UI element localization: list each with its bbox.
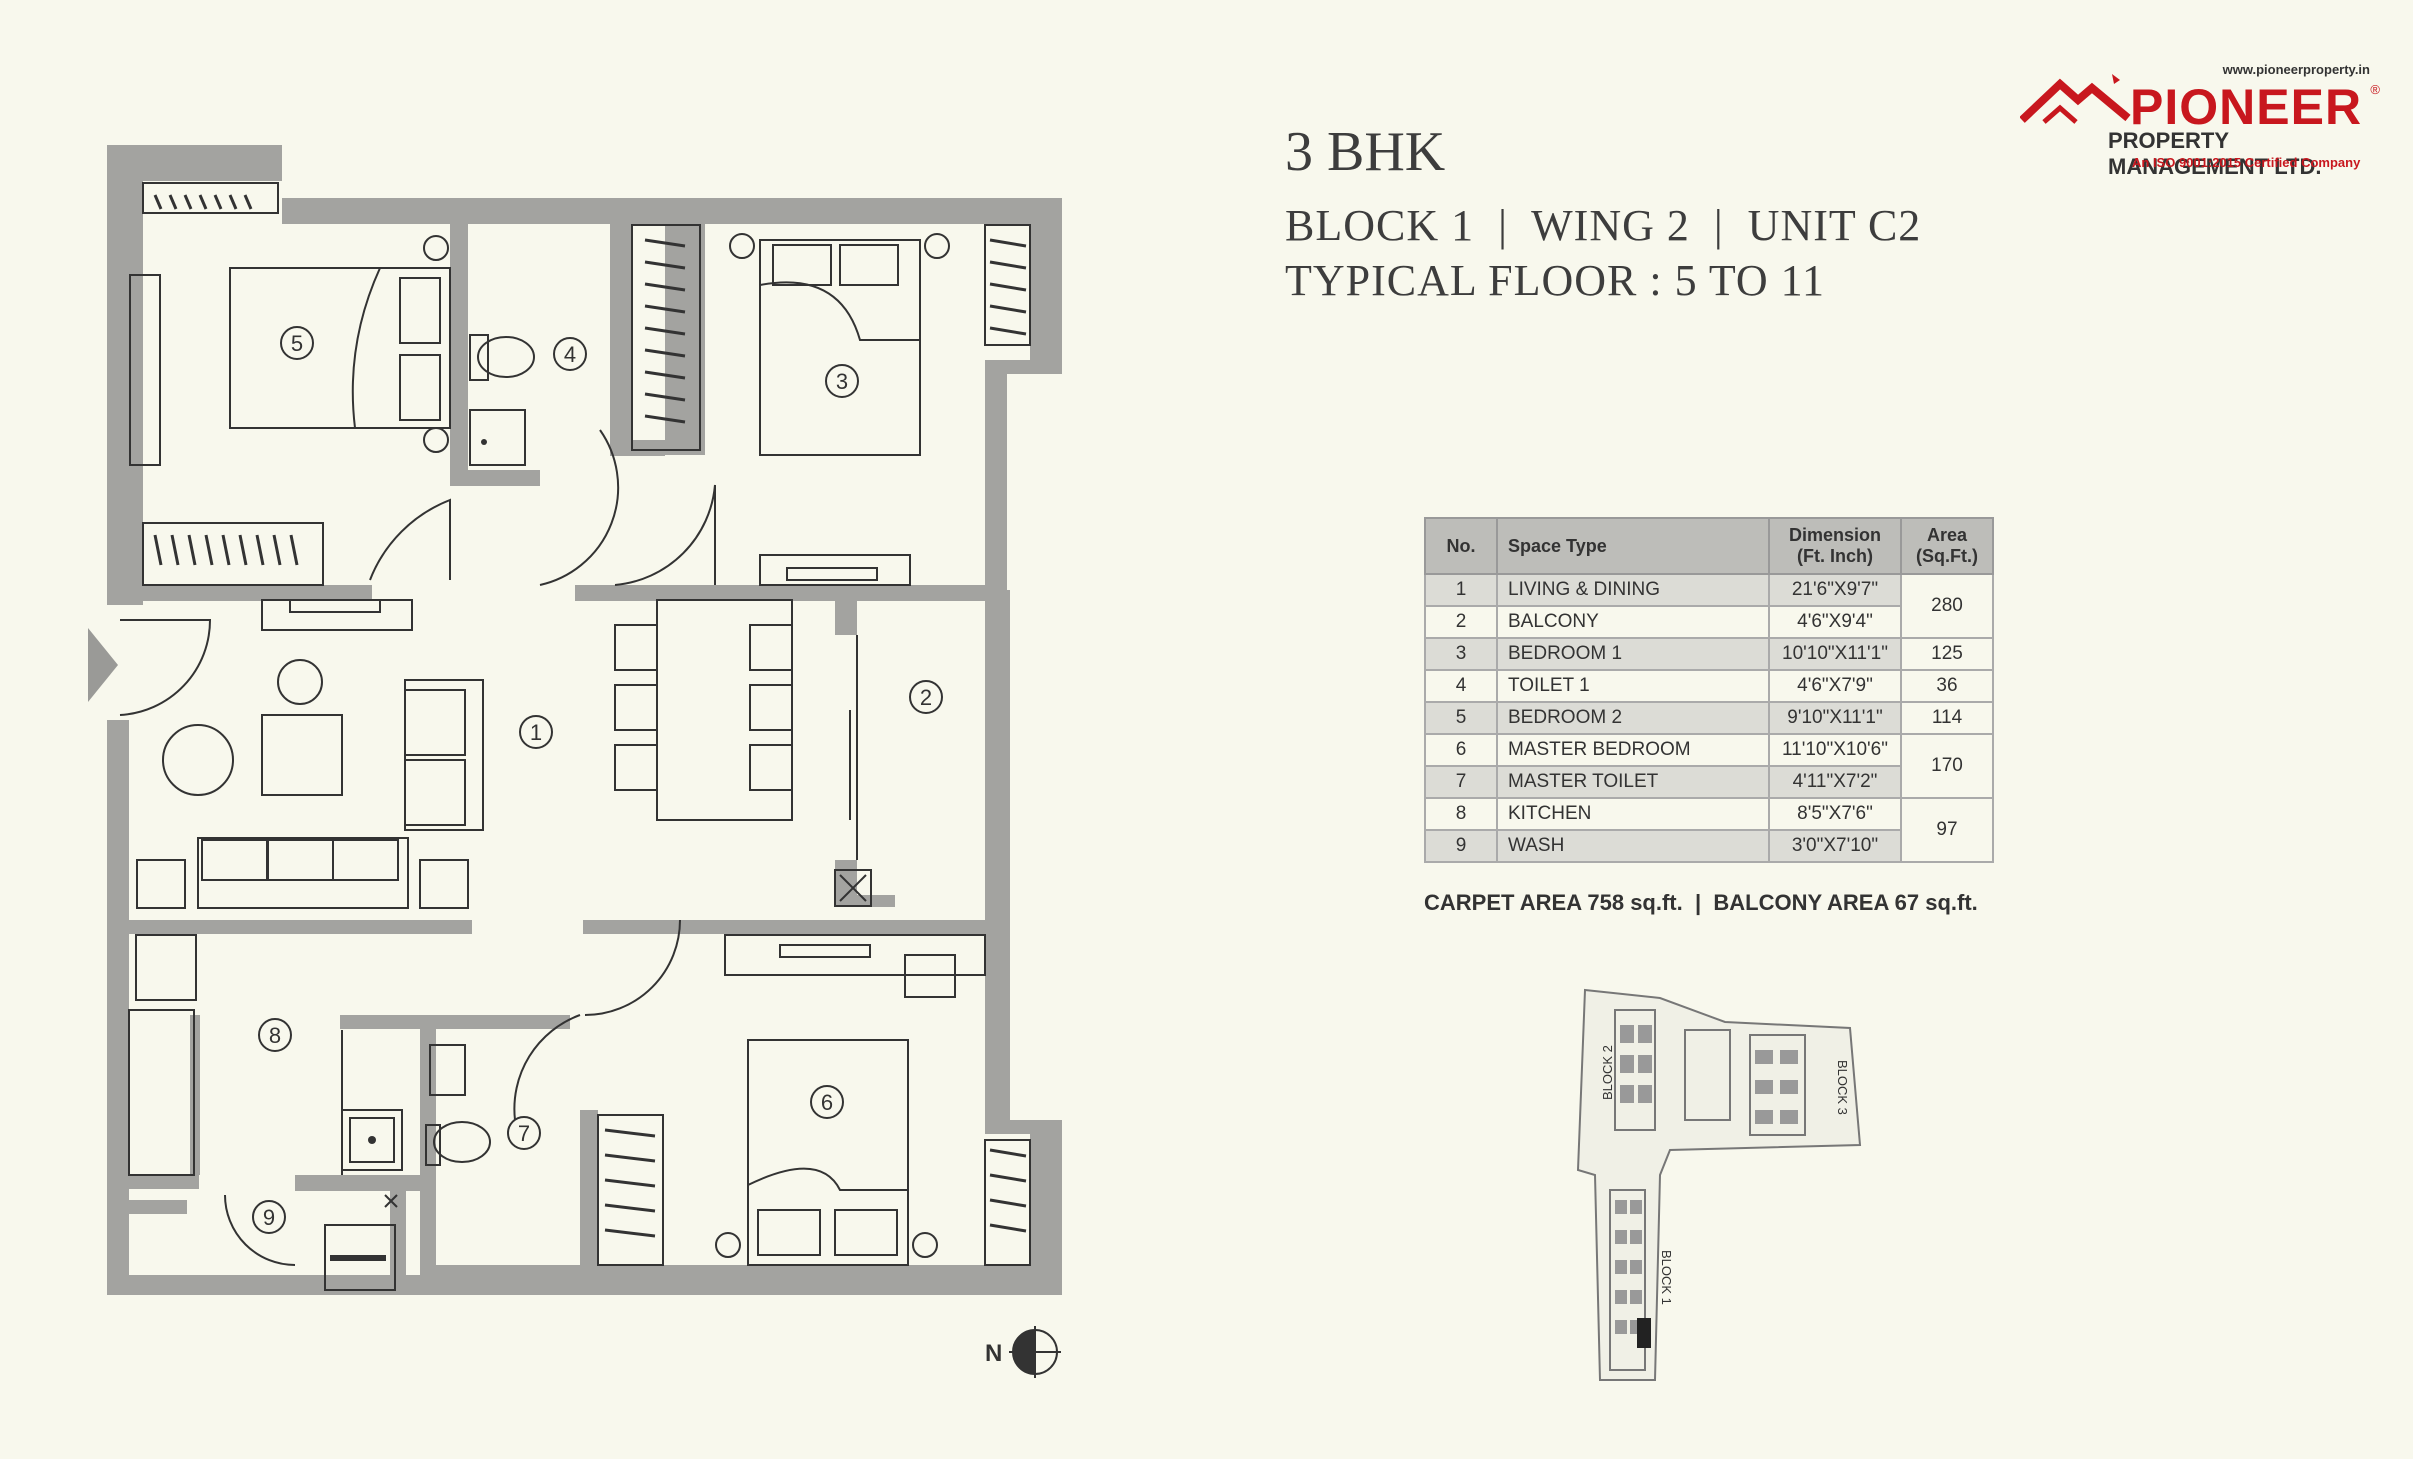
- svg-text:4: 4: [564, 342, 576, 367]
- cell-space: MASTER BEDROOM: [1496, 733, 1770, 767]
- brand-name: PIONEER: [2130, 79, 2363, 135]
- cell-space: LIVING & DINING: [1496, 573, 1770, 607]
- table-row: 8 KITCHEN 8'5"X7'6" 97: [1424, 797, 1994, 863]
- house-roof-icon: [2020, 74, 2131, 124]
- pioneer-logo: www.pioneerproperty.in PIONEER ® PROPERT…: [2020, 62, 2380, 179]
- svg-text:9: 9: [263, 1205, 275, 1230]
- cell-space: KITCHEN: [1496, 797, 1770, 831]
- cell-area: 97: [1900, 797, 1994, 863]
- cell-no: 1: [1424, 573, 1498, 607]
- table-row: 6 MASTER BEDROOM 11'10"X10'6" 170: [1424, 733, 1994, 799]
- unit-type: 3 BHK: [1285, 121, 1446, 183]
- table-row: 4 TOILET 1 4'6"X7'9" 36: [1424, 669, 1994, 703]
- table-row: 1 LIVING & DINING 21'6"X9'7" 280: [1424, 573, 1994, 639]
- website-url: www.pioneerproperty.in: [2222, 62, 2370, 77]
- svg-text:1: 1: [530, 720, 542, 745]
- entrance-arrow: [88, 628, 118, 702]
- cell-space: MASTER TOILET: [1496, 765, 1770, 799]
- col-no: No.: [1424, 517, 1498, 575]
- fixture-marks: [330, 439, 487, 1261]
- col-space-type: Space Type: [1496, 517, 1770, 575]
- cell-no: 8: [1424, 797, 1498, 831]
- cell-space: WASH: [1496, 829, 1770, 863]
- cell-no: 6: [1424, 733, 1498, 767]
- iso-certification: An ISO 9001:2015 Certified Company: [2132, 155, 2361, 170]
- north-label: N: [985, 1340, 1002, 1367]
- cell-no: 3: [1424, 637, 1498, 671]
- walls: [107, 145, 1062, 1295]
- cell-space: TOILET 1: [1496, 669, 1770, 703]
- hangers: [153, 194, 1027, 1238]
- area-summary: CARPET AREA 758 sq.ft. | BALCONY AREA 67…: [1424, 890, 1978, 915]
- cell-dim: 3'0"X7'10": [1768, 829, 1902, 863]
- cell-space: BALCONY: [1496, 605, 1770, 639]
- keyplan-block-1: BLOCK 1: [1659, 1250, 1674, 1305]
- room-label-5: 5: [280, 326, 314, 360]
- cell-dim: 11'10"X10'6": [1768, 733, 1902, 767]
- svg-text:2: 2: [920, 685, 932, 710]
- furniture: [119, 182, 1031, 1291]
- room-label-3: 3: [825, 364, 859, 398]
- room-label-4: 4: [553, 337, 587, 371]
- cell-dim: 8'5"X7'6": [1768, 797, 1902, 831]
- room-label-8: 8: [258, 1018, 292, 1052]
- keyplan-block-2: BLOCK 2: [1600, 1045, 1615, 1100]
- table-header-row: No. Space Type Dimension (Ft. Inch) Area…: [1424, 517, 1994, 575]
- table-row: 9 WASH 3'0"X7'10": [1424, 829, 1993, 863]
- svg-text:5: 5: [291, 331, 303, 356]
- cell-dim: 4'6"X7'9": [1768, 669, 1902, 703]
- cell-no: 4: [1424, 669, 1498, 703]
- room-label-7: 7: [507, 1116, 541, 1150]
- col-dimension: Dimension (Ft. Inch): [1768, 517, 1902, 575]
- registered-mark: ®: [2370, 82, 2380, 97]
- cell-area: 280: [1900, 573, 1994, 639]
- cell-dim: 4'11"X7'2": [1768, 765, 1902, 799]
- keyplan-block-3: BLOCK 3: [1835, 1060, 1850, 1115]
- cell-area: 125: [1900, 637, 1994, 671]
- typical-floor: TYPICAL FLOOR : 5 TO 11: [1285, 256, 1826, 305]
- table-row: 2 BALCONY 4'6"X9'4": [1424, 605, 1993, 639]
- brand-subtitle: PROPERTY MANAGEMENT LTD.: [2108, 128, 2322, 179]
- room-labels: 1 2 3 4 5 6 7 8 9: [252, 326, 943, 1234]
- table-row: 3 BEDROOM 1 10'10"X11'1" 125: [1424, 637, 1994, 671]
- table-row: 5 BEDROOM 2 9'10"X11'1" 114: [1424, 701, 1994, 735]
- block-wing-unit: BLOCK 1 | WING 2 | UNIT C2: [1285, 201, 1922, 250]
- cell-dim: 4'6"X9'4": [1768, 605, 1902, 639]
- floor-plan: 1 2 3 4 5 6 7 8 9: [88, 145, 1062, 1295]
- room-label-6: 6: [810, 1085, 844, 1119]
- cell-space: BEDROOM 1: [1496, 637, 1770, 671]
- cell-dim: 21'6"X9'7": [1768, 573, 1902, 607]
- cell-no: 9: [1424, 829, 1498, 863]
- svg-text:7: 7: [518, 1121, 530, 1146]
- room-label-9: 9: [252, 1200, 286, 1234]
- cell-dim: 10'10"X11'1": [1768, 637, 1902, 671]
- north-compass-icon: N: [985, 1326, 1061, 1378]
- cell-no: 2: [1424, 605, 1498, 639]
- svg-text:8: 8: [269, 1023, 281, 1048]
- unit-highlight: [1637, 1318, 1651, 1348]
- col-area: Area (Sq.Ft.): [1900, 517, 1994, 575]
- cell-dim: 9'10"X11'1": [1768, 701, 1902, 735]
- svg-text:3: 3: [836, 369, 848, 394]
- cell-area: 36: [1900, 669, 1994, 703]
- table-row: 7 MASTER TOILET 4'11"X7'2": [1424, 765, 1993, 799]
- room-label-1: 1: [519, 715, 553, 749]
- cell-no: 7: [1424, 765, 1498, 799]
- cell-no: 5: [1424, 701, 1498, 735]
- area-table: No. Space Type Dimension (Ft. Inch) Area…: [1424, 517, 1994, 863]
- cell-area: 170: [1900, 733, 1994, 799]
- key-plan: BLOCK 2 BLOCK 3 BLOCK 1: [1576, 988, 1862, 1381]
- svg-text:6: 6: [821, 1090, 833, 1115]
- cell-space: BEDROOM 2: [1496, 701, 1770, 735]
- room-label-2: 2: [909, 680, 943, 714]
- cell-area: 114: [1900, 701, 1994, 735]
